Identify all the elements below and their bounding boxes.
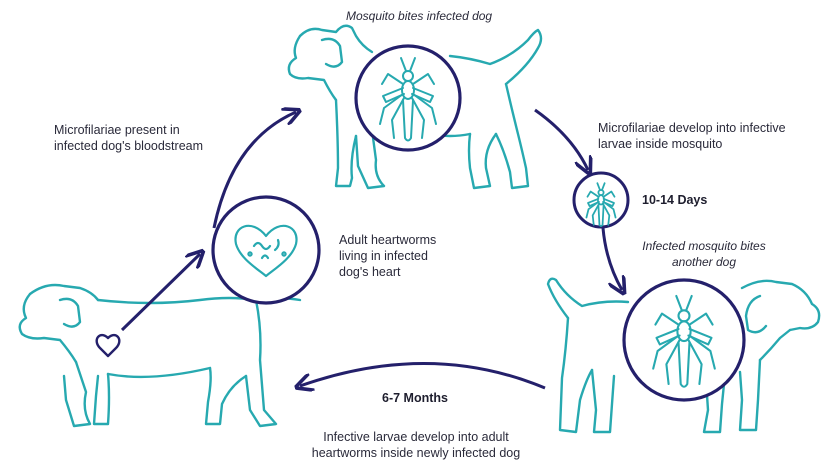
bottom-caption: Infective larvae develop into adult hear… (286, 429, 546, 461)
arrow-mosquito-to-dog (603, 228, 622, 290)
microfilariae-present-line-2: infected dog's bloodstream (54, 138, 203, 154)
adult-heartworms-line-3: dog's heart (339, 264, 436, 280)
adult-heartworms-line-2: living in infected (339, 248, 436, 264)
right-mosquito-circle (624, 280, 744, 400)
adult-heartworms-line-1: Adult heartworms (339, 232, 436, 248)
microfilariae-develop-line-1: Microfilariae develop into infective (598, 120, 786, 136)
left-dog-outline (20, 285, 300, 426)
small-mosquito-circle (574, 173, 628, 227)
microfilariae-develop-line-2: larvae inside mosquito (598, 136, 786, 152)
days-label: 10-14 Days (642, 192, 707, 208)
heart-icon-left-dog (97, 335, 120, 356)
second-bite-label: Infected mosquito bites another dog (624, 238, 784, 270)
second-bite-line-1: Infected mosquito bites (624, 238, 784, 254)
bottom-caption-line-1: Infective larvae develop into adult (286, 429, 546, 445)
arrow-top-to-mosquito (535, 110, 588, 170)
arrow-heart-to-circle (122, 254, 200, 330)
microfilariae-present-label: Microfilariae present in infected dog's … (54, 122, 203, 154)
microfilariae-present-line-1: Microfilariae present in (54, 122, 203, 138)
top-caption: Mosquito bites infected dog (346, 8, 492, 24)
microfilariae-develop-label: Microfilariae develop into infective lar… (598, 120, 786, 152)
second-bite-line-2: another dog (624, 254, 784, 270)
months-label: 6-7 Months (382, 390, 448, 406)
adult-heartworms-label: Adult heartworms living in infected dog'… (339, 232, 436, 280)
bottom-caption-line-2: heartworms inside newly infected dog (286, 445, 546, 461)
arrow-bottom-6-7-months (300, 363, 545, 388)
